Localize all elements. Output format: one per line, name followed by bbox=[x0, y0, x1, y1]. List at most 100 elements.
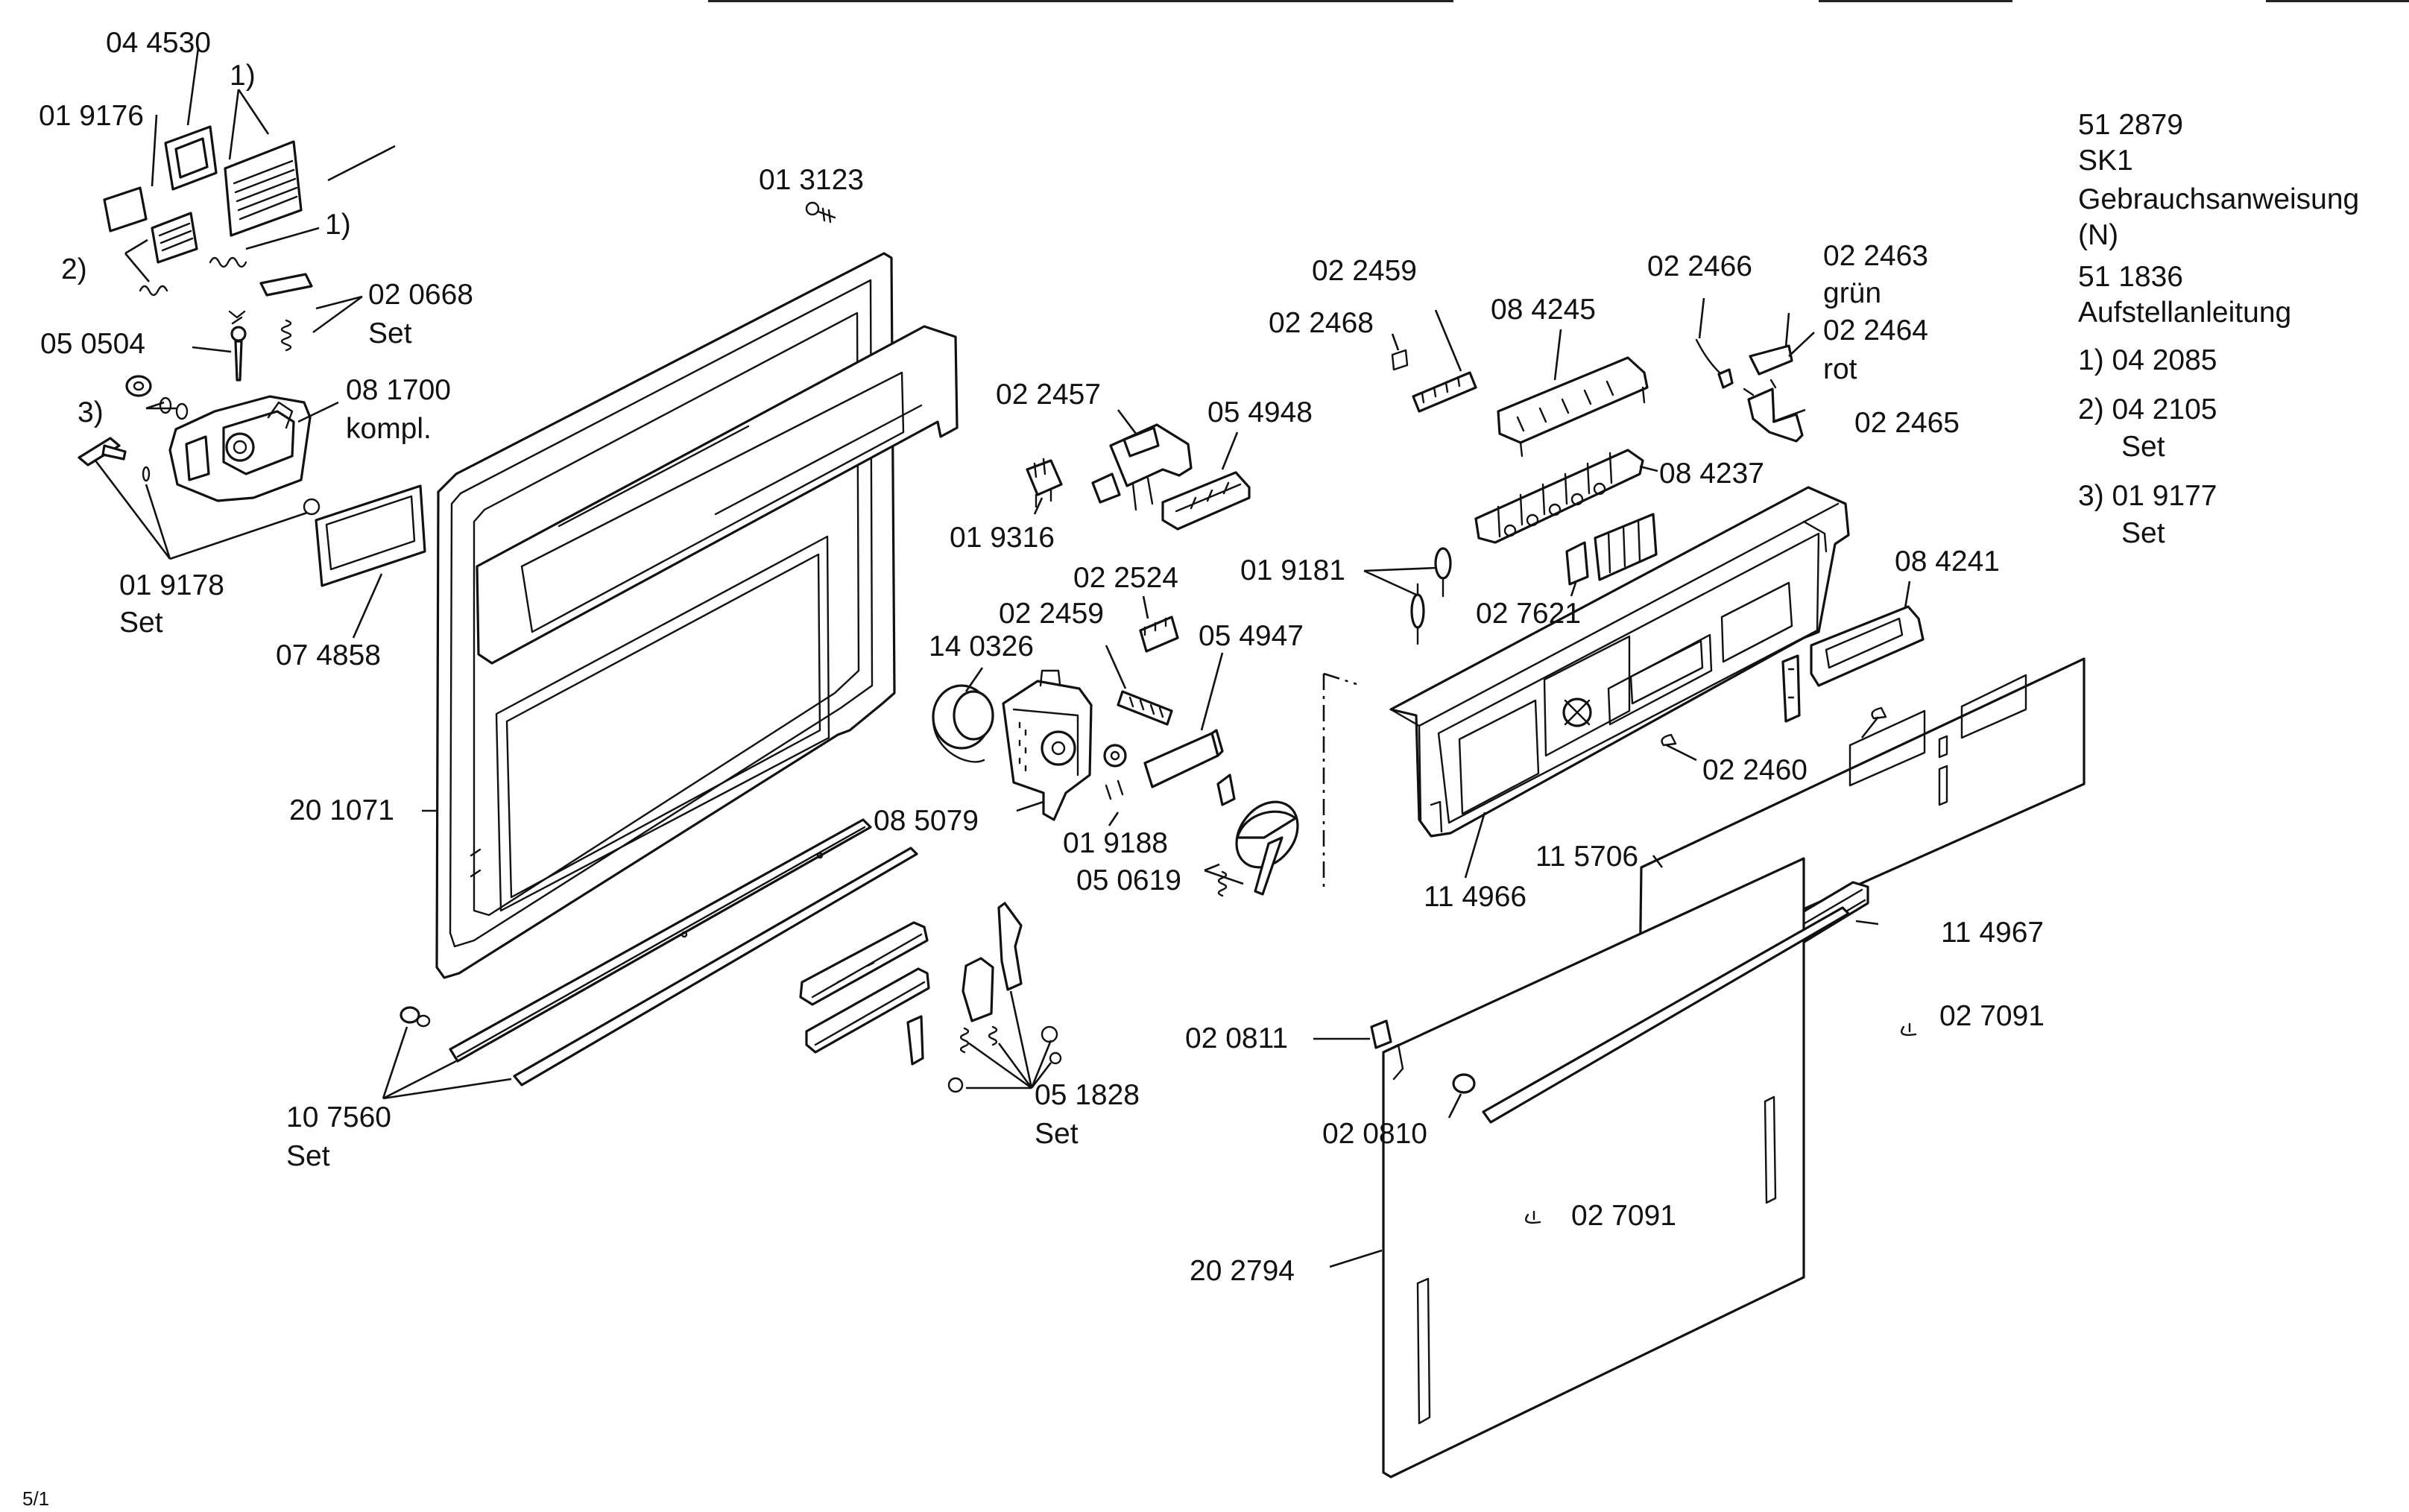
top-border-line bbox=[2266, 0, 2409, 2]
label-114966: 11 4966 bbox=[1424, 881, 1527, 913]
clip-020811 bbox=[1370, 1019, 1392, 1049]
lamps-019181 bbox=[1410, 547, 1452, 645]
doc-install-guide: Aufstellanleitung bbox=[2078, 297, 2292, 329]
holder-022465 bbox=[1743, 379, 1804, 443]
bushing-019188 bbox=[1103, 744, 1127, 800]
door-inner-panel-201071 bbox=[435, 252, 959, 979]
clip-027091b bbox=[1525, 1210, 1541, 1224]
screw-013123 bbox=[805, 201, 836, 224]
label-022524: 02 2524 bbox=[1073, 562, 1178, 594]
label-081700: 08 1700 bbox=[346, 374, 451, 406]
clip-022468 bbox=[1391, 349, 1409, 371]
connector-022459a bbox=[1412, 371, 1477, 413]
lock-assembly-081700 bbox=[168, 395, 312, 502]
doc-user-manual: Gebrauchsanweisung bbox=[2078, 183, 2360, 215]
knob-050619 bbox=[1216, 774, 1299, 897]
lamp-022463 bbox=[1749, 344, 1793, 376]
springs bbox=[139, 256, 247, 297]
footnote-2: 2) 04 2105 bbox=[2078, 393, 2217, 426]
label-115706: 11 5706 bbox=[1535, 841, 1639, 873]
label-054948: 05 4948 bbox=[1207, 396, 1313, 428]
label-054947: 05 4947 bbox=[1199, 620, 1304, 652]
label-set: Set bbox=[119, 607, 163, 639]
page-mark: 5/1 bbox=[22, 1487, 50, 1510]
lever-019178 bbox=[78, 437, 321, 516]
timer-motor-140326 bbox=[932, 684, 994, 763]
footnote-marker-3: 3) bbox=[78, 396, 104, 428]
label-084245: 08 4245 bbox=[1491, 294, 1596, 326]
label-022465: 02 2465 bbox=[1854, 407, 1960, 439]
label-084241: 08 4241 bbox=[1895, 545, 2000, 578]
label-202794: 20 2794 bbox=[1190, 1255, 1295, 1287]
footnote-2-set: Set bbox=[2121, 431, 2165, 463]
pin-050504 bbox=[228, 310, 247, 382]
footnote-marker-2: 2) bbox=[61, 253, 87, 285]
outer-door-panel-202794 bbox=[1382, 857, 1850, 1478]
label-kompl: kompl. bbox=[346, 413, 432, 445]
doc-language: (N) bbox=[2078, 219, 2119, 251]
washers-3 bbox=[125, 375, 189, 420]
label-set: Set bbox=[368, 317, 412, 349]
clip-027091a bbox=[1901, 1022, 1917, 1037]
bracket-020668 bbox=[259, 273, 313, 352]
switch-block-084245 bbox=[1497, 356, 1649, 458]
label-022459: 02 2459 bbox=[999, 598, 1104, 630]
gasket-074858 bbox=[315, 484, 426, 587]
top-border-line bbox=[708, 0, 1453, 2]
model-number: 51 2879 bbox=[2078, 109, 2183, 141]
label-020811: 02 0811 bbox=[1185, 1022, 1289, 1054]
label-051828: 05 1828 bbox=[1035, 1079, 1140, 1111]
label-020810: 02 0810 bbox=[1322, 1118, 1427, 1150]
label-044530: 04 4530 bbox=[106, 27, 211, 59]
cover-019176 bbox=[103, 186, 148, 233]
label-027621: 02 7621 bbox=[1476, 598, 1581, 630]
switch-019316 bbox=[1026, 458, 1063, 508]
label-022466: 02 2466 bbox=[1647, 250, 1752, 282]
footnote-marker-1: 1) bbox=[230, 60, 256, 92]
knob-cover-054947 bbox=[1143, 729, 1224, 788]
label-019188: 01 9188 bbox=[1063, 827, 1168, 859]
label-050504: 05 0504 bbox=[40, 328, 145, 360]
top-border-line bbox=[1819, 0, 2012, 2]
footnote-marker-1: 1) bbox=[325, 209, 351, 241]
clip-022460 bbox=[1661, 706, 1887, 747]
fascia-panel-114966 bbox=[1389, 486, 1850, 838]
rocker-cover-054948 bbox=[1161, 471, 1251, 531]
label-022468: 02 2468 bbox=[1269, 307, 1374, 339]
label-020668: 02 0668 bbox=[368, 279, 473, 311]
label-027091: 02 7091 bbox=[1939, 1000, 2045, 1032]
label-022459: 02 2459 bbox=[1312, 255, 1417, 287]
buttons-027621 bbox=[1565, 513, 1658, 586]
cap-020810 bbox=[1452, 1073, 1476, 1094]
door-rail-107560 bbox=[400, 818, 918, 1086]
variant-code: SK1 bbox=[2078, 145, 2133, 177]
switch-row-084237 bbox=[1474, 449, 1644, 544]
label-022457: 02 2457 bbox=[996, 379, 1101, 411]
timer-085079 bbox=[1002, 669, 1093, 821]
bracket-084241 bbox=[1781, 605, 1925, 723]
label-022464: 02 2464 bbox=[1823, 314, 1928, 347]
footnote-3-set: Set bbox=[2121, 517, 2165, 549]
label-013123: 01 3123 bbox=[759, 164, 864, 196]
switch-bracket-022457 bbox=[1091, 423, 1193, 511]
label-084237: 08 4237 bbox=[1659, 458, 1764, 490]
label-114967: 11 4967 bbox=[1941, 917, 2045, 949]
switch-022524 bbox=[1139, 616, 1179, 653]
label-019181: 01 9181 bbox=[1240, 554, 1345, 586]
connector-022459b bbox=[1117, 690, 1173, 726]
label-set: Set bbox=[286, 1140, 330, 1172]
doc-install-number: 51 1836 bbox=[2078, 261, 2183, 293]
label-201071: 20 1071 bbox=[289, 794, 394, 826]
label-140326: 14 0326 bbox=[929, 630, 1034, 662]
label-022463: 02 2463 bbox=[1823, 240, 1928, 272]
wire-022466 bbox=[1695, 338, 1734, 389]
label-050619: 05 0619 bbox=[1076, 864, 1181, 896]
label-107560: 10 7560 bbox=[286, 1101, 391, 1133]
label-027091: 02 7091 bbox=[1571, 1200, 1676, 1232]
label-022460: 02 2460 bbox=[1702, 754, 1807, 786]
hinge-bracket-051828 bbox=[799, 902, 1062, 1093]
label-019316: 01 9316 bbox=[950, 522, 1055, 554]
grille-2 bbox=[151, 212, 198, 264]
handle-frame-044530 bbox=[164, 125, 218, 191]
